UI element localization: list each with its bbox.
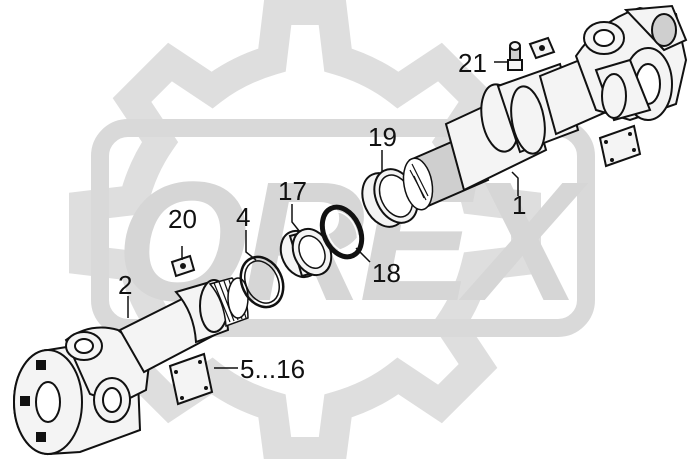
callout-17: 17 [278,176,307,206]
watermark-logo: OREX [69,0,595,459]
callout-1: 1 [512,190,526,220]
clip-plate-part-20 [170,254,196,278]
callout-18: 18 [372,258,401,288]
callout-4: 4 [236,202,250,232]
callout-21: 21 [458,48,487,78]
callout-19: 19 [368,122,397,152]
splined-shaft-part-2 [118,277,249,374]
leader-lines [127,61,519,369]
callout-20: 20 [168,204,197,234]
callout-2: 2 [118,270,132,300]
seal-ring-part-17 [279,227,333,279]
grease-fitting-part-21 [507,41,523,71]
callout-5-16: 5...16 [240,354,305,384]
seal-ring-part-19 [361,168,419,228]
right-cross-journal [594,58,652,122]
watermark-frame [91,119,595,337]
left-yoke-flange [13,338,142,456]
o-ring-part-18 [319,204,365,260]
slip-tube-part-1 [402,54,608,211]
balance-plate-right [598,124,642,168]
callout-labels: 1 2 4 5...16 17 18 19 20 21 [118,48,526,384]
clip-plate-part-21 [528,36,556,60]
snap-ring-part-4 [239,255,285,309]
balance-plate-left [168,352,214,406]
